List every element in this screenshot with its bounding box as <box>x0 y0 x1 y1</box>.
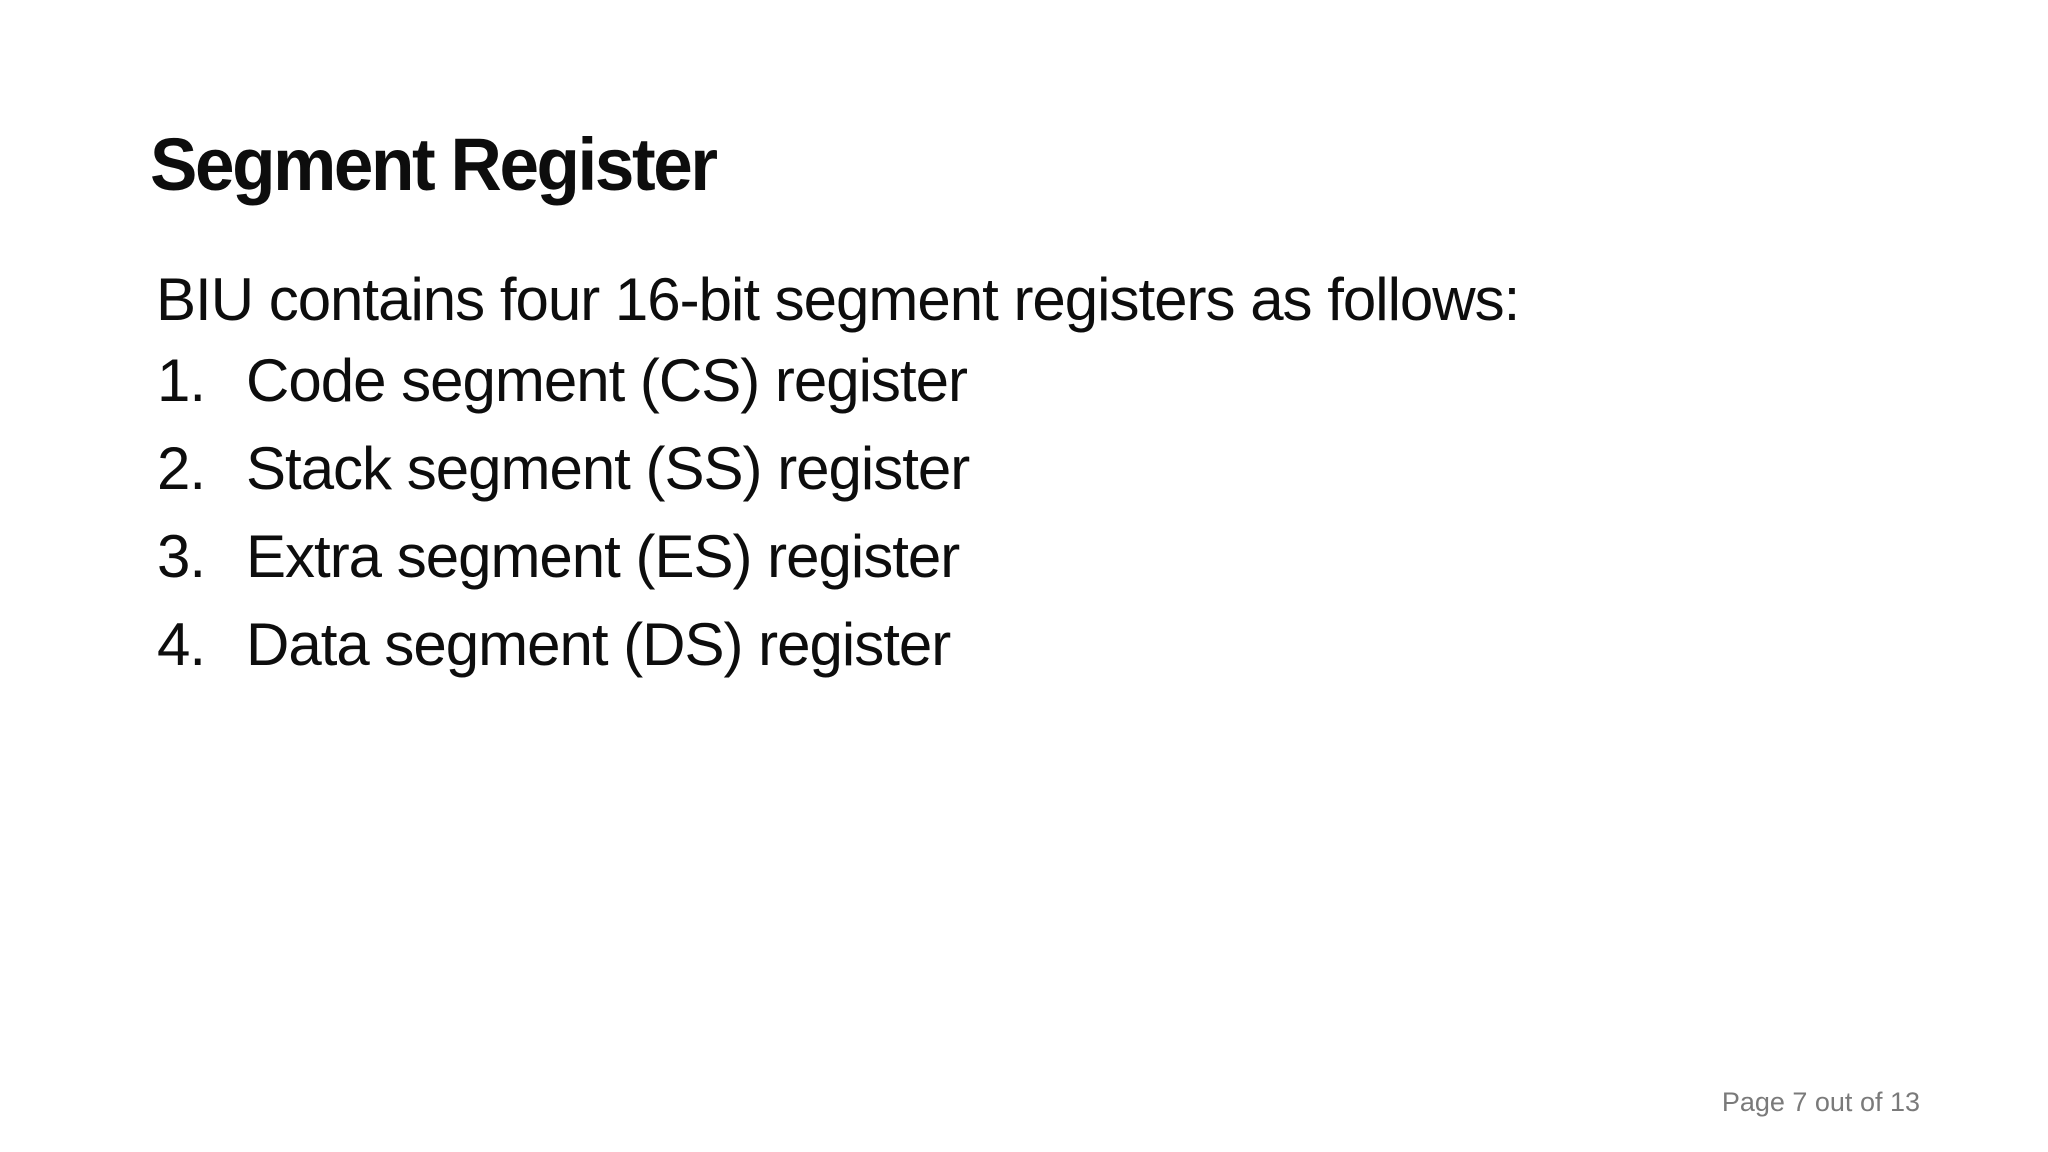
list-item-label: Data segment (DS) register <box>246 610 951 678</box>
segment-register-list: 1. Code segment (CS) register 2. Stack s… <box>157 336 970 688</box>
list-item-number: 1. <box>157 346 206 414</box>
page-number-label: Page 7 out of 13 <box>1721 1087 1920 1117</box>
list-item-label: Stack segment (SS) register <box>246 434 970 502</box>
list-item: 4. Data segment (DS) register <box>157 600 969 688</box>
list-item: 2. Stack segment (SS) register <box>157 424 970 512</box>
list-item-number: 2. <box>157 434 206 502</box>
list-item-number: 3. <box>157 522 206 590</box>
intro-text: BIU contains four 16-bit segment registe… <box>156 266 1520 333</box>
list-item-label: Code segment (CS) register <box>246 346 968 414</box>
list-item: 1. Code segment (CS) register <box>157 336 969 424</box>
list-item-label: Extra segment (ES) register <box>246 522 960 590</box>
page-title: Segment Register <box>150 123 718 206</box>
list-item-number: 4. <box>157 610 206 678</box>
list-item: 3. Extra segment (ES) register <box>157 512 969 600</box>
